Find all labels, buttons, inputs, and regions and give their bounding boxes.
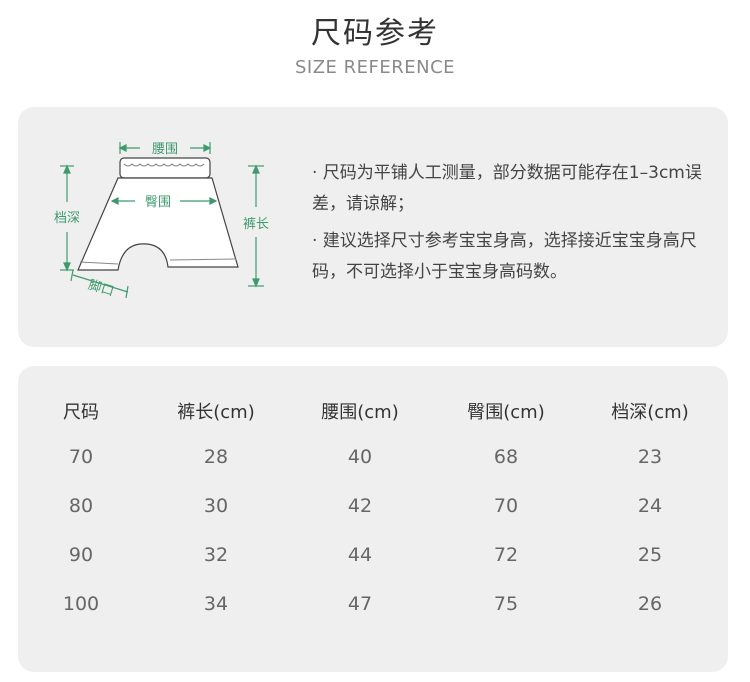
- table-cell: 40: [347, 446, 373, 468]
- table-cell: 75: [493, 593, 519, 615]
- table-cell: 25: [637, 544, 663, 566]
- table-cell: 30: [203, 495, 229, 517]
- table-cell: 80: [68, 495, 94, 517]
- table-cell: 23: [637, 446, 663, 468]
- col-header-hip: 臀围(cm): [467, 402, 545, 423]
- table-cell: 24: [637, 495, 663, 517]
- size-notes: · 尺码为平铺人工测量，部分数据可能存在1–3cm误差，请谅解； · 建议选择尺…: [312, 158, 717, 294]
- waistband-elastic: [123, 163, 205, 167]
- note-size-advice: · 建议选择尺寸参考宝宝身高，选择接近宝宝身高尺码，不可选择小于宝宝身高码数。: [312, 231, 697, 282]
- leg-opening-label: 脚口: [86, 277, 116, 300]
- shorts-diagram: 腰围 臀围 档深 裤长 脚口: [54, 142, 269, 300]
- table-cell: 70: [68, 446, 94, 468]
- shorts-body-shape: [77, 177, 239, 271]
- table-cell: 34: [203, 593, 229, 615]
- waist-label: 腰围: [152, 142, 178, 157]
- table-cell: 68: [493, 446, 519, 468]
- hip-label: 臀围: [145, 195, 171, 210]
- size-table-panel: [18, 366, 728, 672]
- table-cell: 100: [62, 593, 100, 615]
- page-title: 尺码参考: [311, 16, 439, 51]
- waistband-shape: [119, 157, 211, 179]
- table-cell: 28: [203, 446, 229, 468]
- note-measurement-error: · 尺码为平铺人工测量，部分数据可能存在1–3cm误差，请谅解；: [312, 163, 702, 214]
- table-cell: 70: [493, 495, 519, 517]
- left-hem-line: [79, 261, 119, 265]
- rise-label: 档深: [54, 211, 80, 226]
- table-cell: 26: [637, 593, 663, 615]
- length-label: 裤长: [243, 217, 269, 232]
- table-cell: 47: [347, 593, 373, 615]
- col-header-size: 尺码: [63, 402, 99, 423]
- right-hem-line: [169, 258, 237, 261]
- col-header-rise: 档深(cm): [611, 402, 689, 423]
- table-cell: 44: [347, 544, 373, 566]
- table-cell: 42: [347, 495, 373, 517]
- table-cell: 72: [493, 544, 519, 566]
- page-subtitle: SIZE REFERENCE: [294, 57, 456, 78]
- size-table: 尺码 裤长(cm) 腰围(cm) 臀围(cm) 档深(cm) 70 28 40 …: [18, 366, 728, 672]
- col-header-length: 裤长(cm): [177, 402, 255, 423]
- table-cell: 90: [68, 544, 94, 566]
- table-cell: 32: [203, 544, 229, 566]
- col-header-waist: 腰围(cm): [321, 402, 399, 423]
